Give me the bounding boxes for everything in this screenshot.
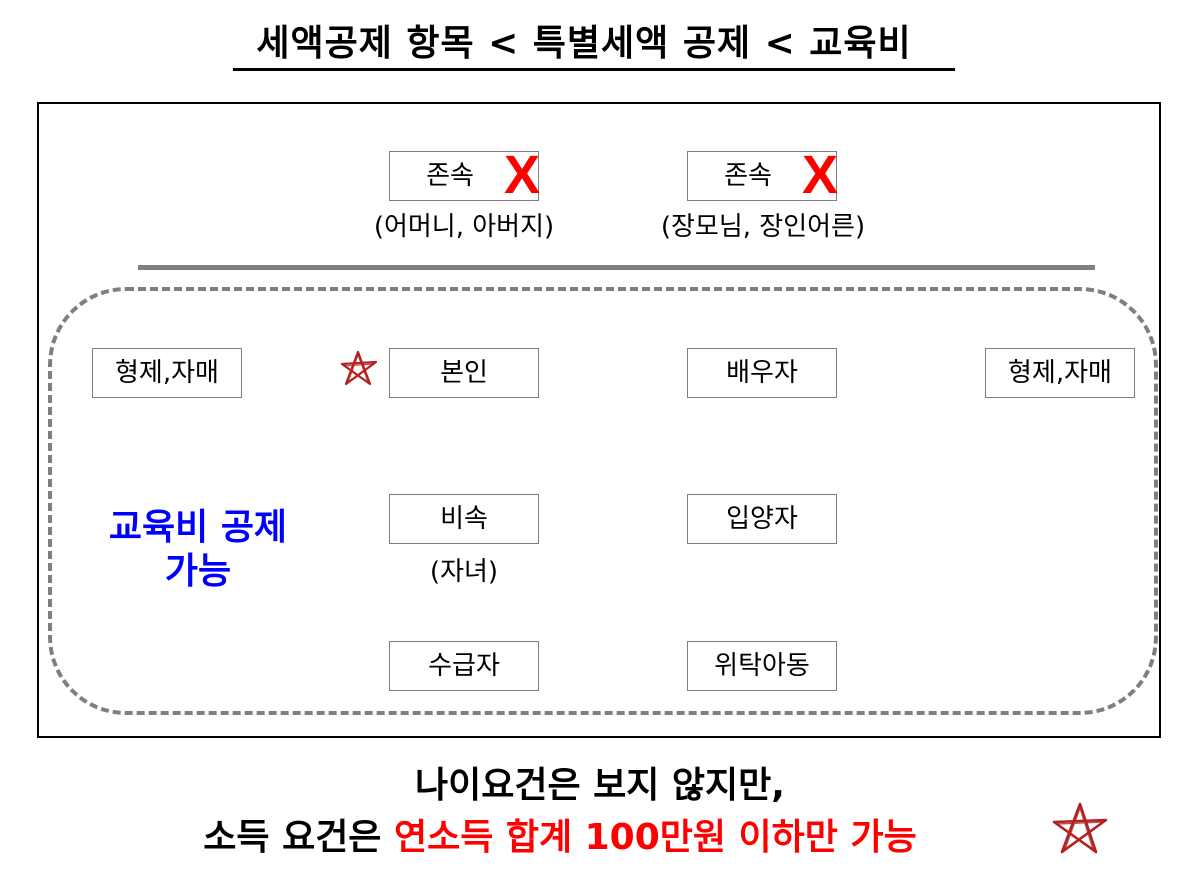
- star-doodle-icon: [340, 350, 378, 386]
- eligible-region: [48, 287, 1158, 715]
- box-siblings-right: 형제,자매: [985, 348, 1135, 398]
- bottom-note-line1: 나이요건은 보지 않지만,: [415, 765, 785, 806]
- x-mark-icon: X: [801, 145, 838, 205]
- x-mark-icon: X: [503, 145, 540, 205]
- title-underline: [233, 68, 955, 71]
- eligible-title-line2: 가능: [164, 551, 232, 592]
- income-requirement-text: 소득 요건은: [203, 817, 394, 858]
- bottom-note-line2: 소득 요건은 연소득 합계 100만원 이하만 가능: [0, 808, 1200, 860]
- box-ascendant-in-laws: 존속 X: [687, 145, 838, 205]
- ascendant-parents-note: (어머니, 아버지): [373, 212, 555, 242]
- eligible-title-line1: 교육비 공제: [108, 507, 288, 548]
- box-adoptee: 입양자: [687, 494, 837, 544]
- income-limit-text: 연소득 합계 100만원 이하만 가능: [393, 817, 917, 858]
- box-foster-child: 위탁아동: [687, 641, 837, 691]
- box-label: 존속: [426, 161, 474, 191]
- box-self: 본인: [389, 348, 539, 398]
- star-doodle-icon: [1052, 802, 1108, 854]
- box-spouse: 배우자: [687, 348, 837, 398]
- box-siblings-left: 형제,자매: [92, 348, 242, 398]
- box-recipient: 수급자: [389, 641, 539, 691]
- box-label: 존속: [724, 161, 772, 191]
- diagram-frame: [37, 102, 1161, 738]
- page-title: 세액공제 항목 < 특별세액 공제 < 교육비: [256, 23, 912, 64]
- descendant-note: (자녀): [429, 557, 499, 587]
- box-ascendant-parents: 존속 X: [389, 145, 540, 205]
- box-descendant: 비속: [389, 494, 539, 544]
- eligible-title: 교육비 공제 가능: [80, 506, 316, 594]
- ascendant-in-laws-note: (장모님, 장인어른): [660, 212, 866, 242]
- divider-line: [138, 265, 1095, 270]
